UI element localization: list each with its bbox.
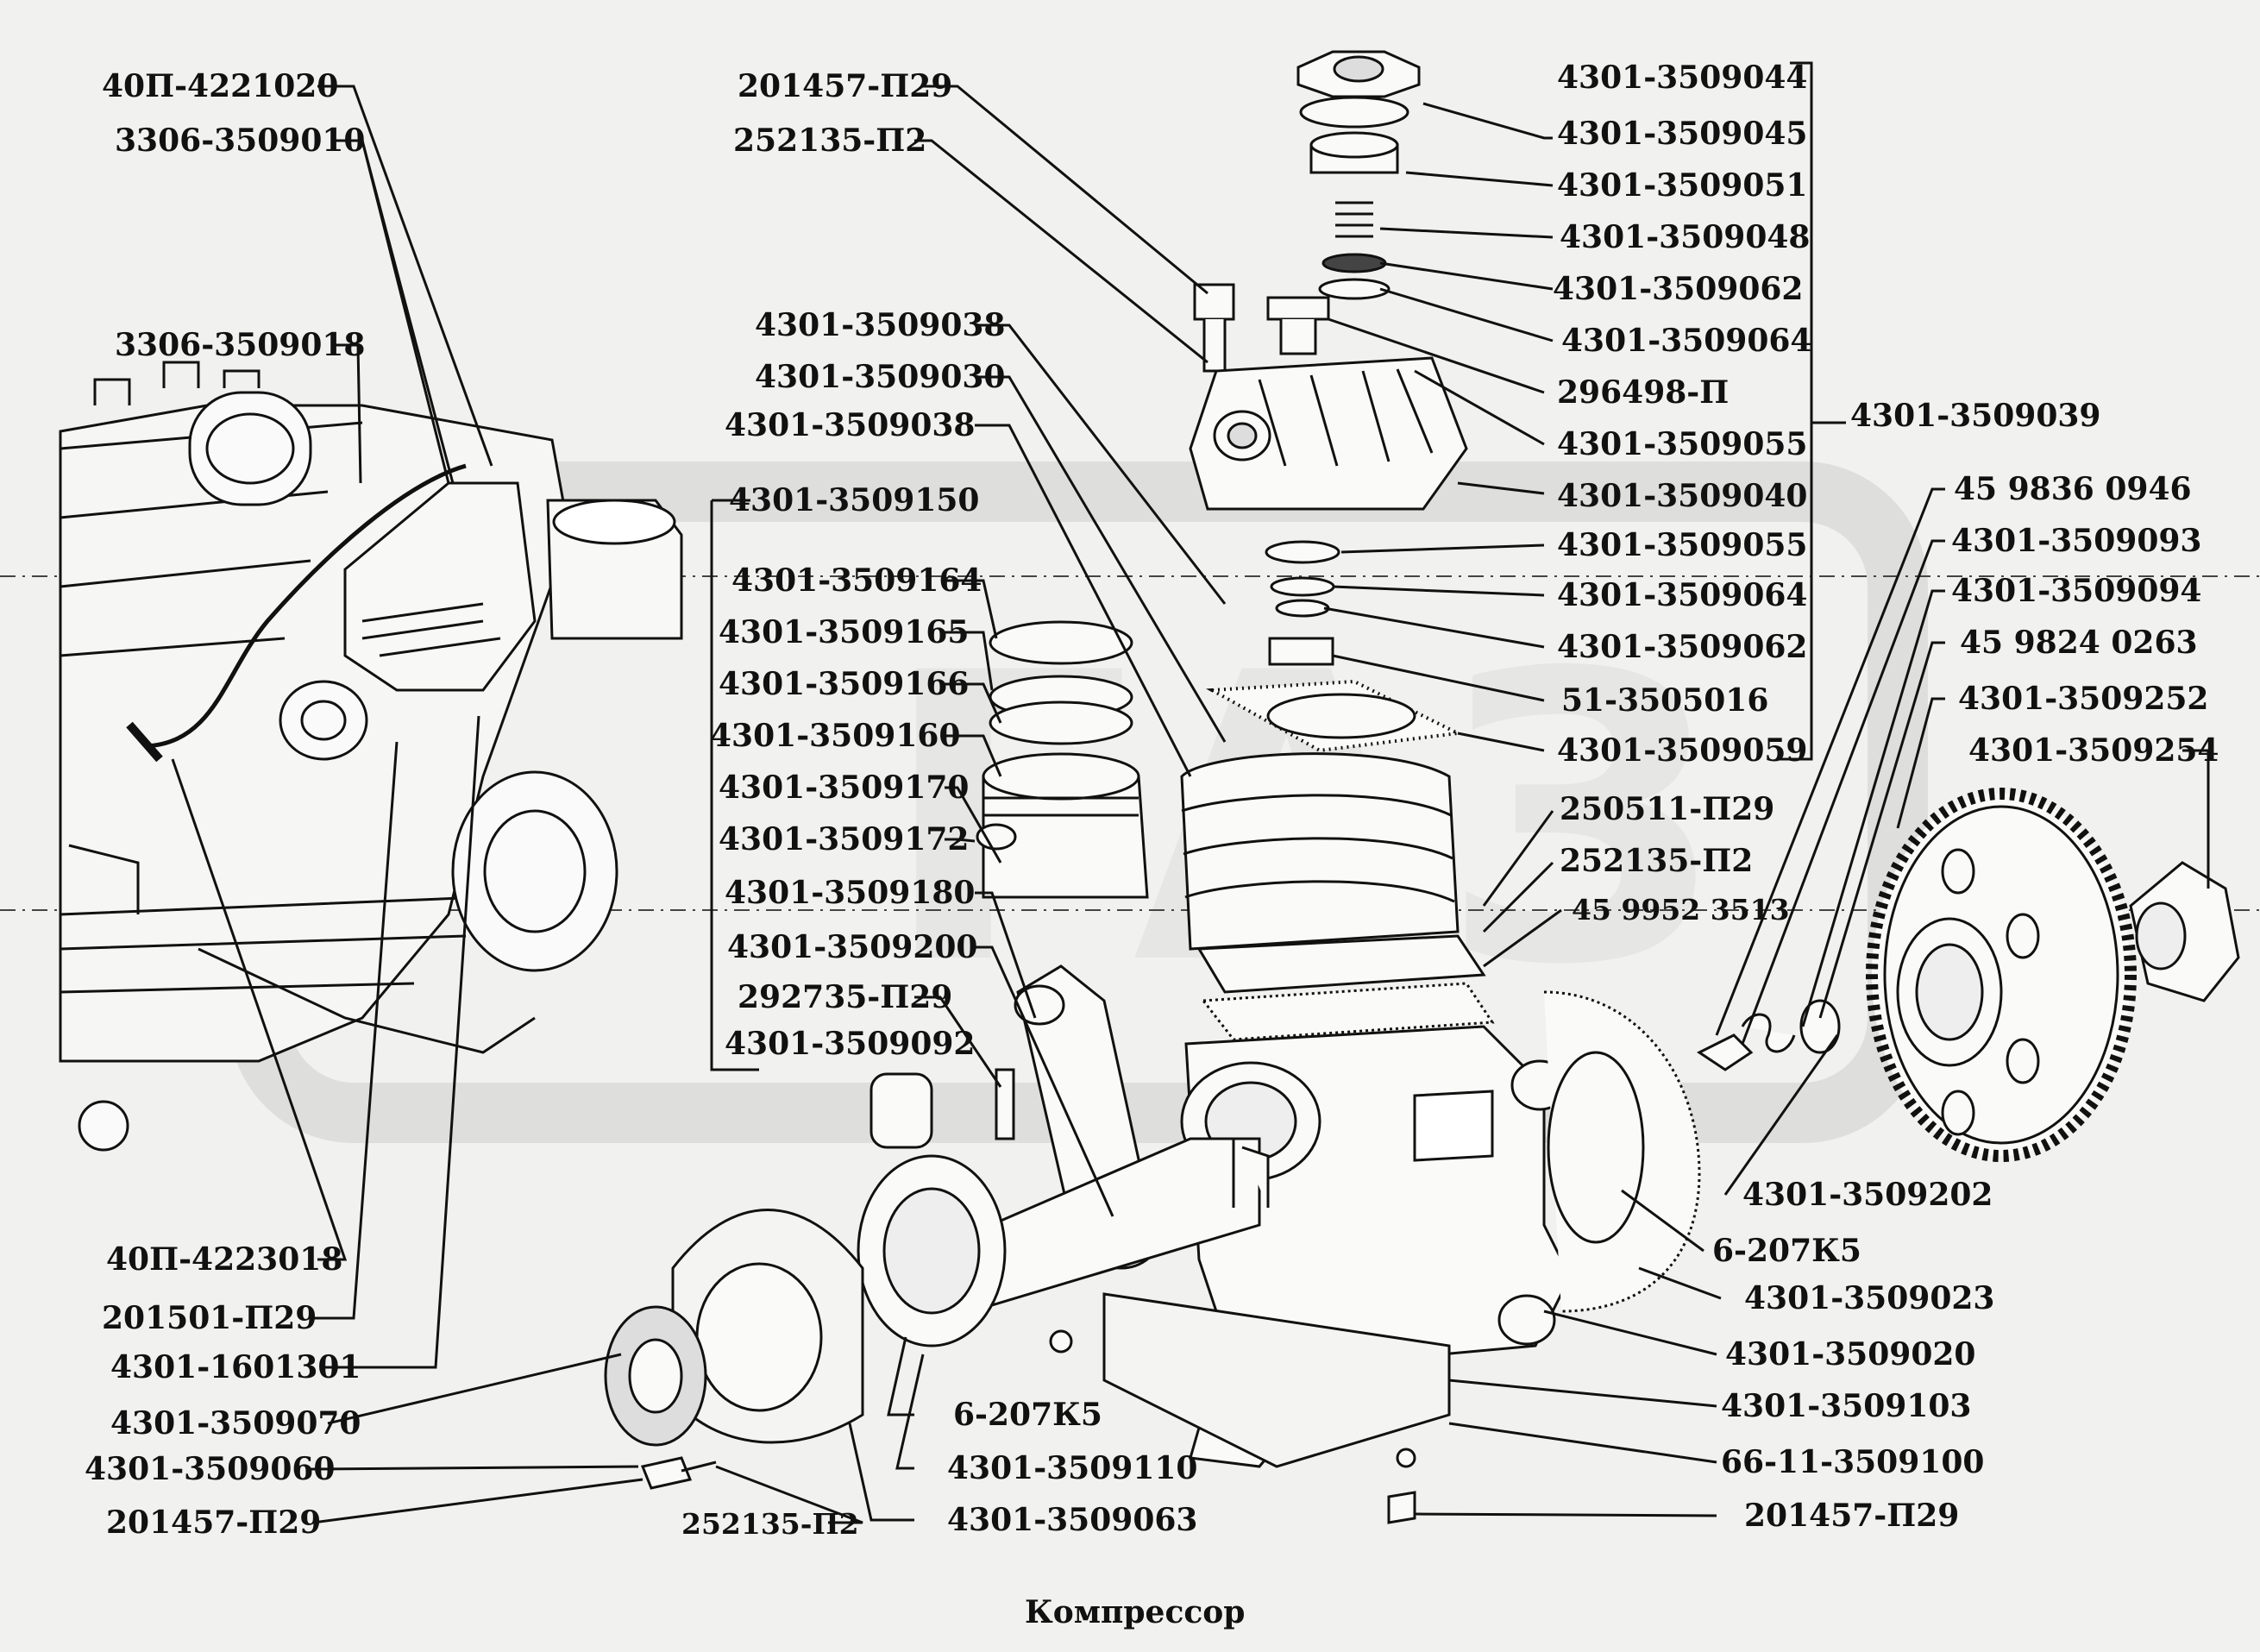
leader-lines	[171, 61, 2210, 1524]
engine-block	[59, 361, 683, 1152]
label-4301-3509202: 4301-3509202	[1742, 1177, 1993, 1213]
label-4301-3509040: 4301-3509040	[1557, 478, 1808, 514]
label-4301-3509164: 4301-3509164	[731, 562, 982, 599]
label-4301-3509252: 4301-3509252	[1958, 681, 2209, 717]
label-4301-3509038-a: 4301-3509038	[755, 307, 1006, 343]
label-45-9952-3513: 45 9952 3513	[1572, 893, 1790, 927]
label-4301-3509166: 4301-3509166	[719, 666, 970, 702]
label-4301-3509063: 4301-3509063	[947, 1502, 1198, 1538]
label-4301-3509038-b: 4301-3509038	[725, 407, 976, 443]
cylinder-head-stack	[1189, 50, 1468, 753]
label-4301-3509200: 4301-3509200	[727, 929, 978, 965]
label-3306-3509018: 3306-3509018	[115, 327, 366, 363]
label-4301-3509165: 4301-3509165	[719, 614, 970, 650]
crankcase-and-shaft	[604, 990, 1701, 1524]
label-4301-3509170: 4301-3509170	[719, 769, 970, 806]
label-201501-p29: 201501-П29	[102, 1300, 317, 1336]
label-40p-4223018: 40П-4223018	[106, 1241, 343, 1278]
drive-gear	[1697, 788, 2240, 1162]
label-4301-3509062-a: 4301-3509062	[1553, 271, 1804, 307]
label-4301-3509055-b: 4301-3509055	[1557, 527, 1808, 563]
label-66-11-3509100: 66-11-3509100	[1721, 1444, 1985, 1480]
label-4301-3509020: 4301-3509020	[1725, 1336, 1976, 1372]
label-4301-3509039: 4301-3509039	[1850, 398, 2101, 434]
label-4301-3509180: 4301-3509180	[725, 875, 976, 911]
label-4301-3509055-a: 4301-3509055	[1557, 426, 1808, 462]
label-4301-3509070: 4301-3509070	[110, 1405, 361, 1442]
label-201457-p29-bottom-left: 201457-П29	[106, 1504, 322, 1541]
label-4301-3509150: 4301-3509150	[729, 482, 980, 518]
label-45-9836-0946: 45 9836 0946	[1954, 471, 2192, 507]
label-296498-p: 296498-П	[1557, 374, 1730, 411]
label-4301-3509254: 4301-3509254	[1968, 732, 2219, 769]
label-4301-3509092: 4301-3509092	[725, 1026, 976, 1062]
label-4301-3509060: 4301-3509060	[85, 1451, 336, 1487]
label-4301-3509064-b: 4301-3509064	[1557, 577, 1808, 613]
label-51-3505016: 51-3505016	[1561, 682, 1769, 719]
label-4301-3509160: 4301-3509160	[710, 718, 961, 754]
label-252135-p2-top: 252135-П2	[733, 122, 927, 159]
label-4301-3509045: 4301-3509045	[1557, 116, 1808, 152]
label-252135-p2-bottom: 252135-П2	[681, 1507, 859, 1541]
label-292735-p29: 292735-П29	[738, 979, 953, 1015]
label-40p-4221020: 40П-4221020	[102, 68, 339, 104]
label-201457-p29-top: 201457-П29	[738, 68, 953, 104]
label-4301-3509062-b: 4301-3509062	[1557, 629, 1808, 665]
label-250511-p29: 250511-П29	[1560, 791, 1775, 827]
label-4301-3509110: 4301-3509110	[947, 1450, 1198, 1486]
label-4301-3509023: 4301-3509023	[1744, 1280, 1995, 1316]
label-4301-3509093: 4301-3509093	[1951, 523, 2202, 559]
label-4301-3509059: 4301-3509059	[1557, 732, 1808, 769]
label-6-207k5-right: 6-207К5	[1712, 1233, 1861, 1269]
label-201457-p29-bottom-right: 201457-П29	[1744, 1498, 1960, 1534]
label-4301-1601301: 4301-1601301	[110, 1349, 361, 1385]
label-4301-3509044: 4301-3509044	[1557, 60, 1808, 96]
figure-caption: Компрессор	[1025, 1594, 1246, 1630]
label-4301-3509064-a: 4301-3509064	[1561, 323, 1812, 359]
label-4301-3509030: 4301-3509030	[755, 359, 1006, 395]
label-6-207k5-bottom: 6-207К5	[953, 1397, 1102, 1433]
label-3306-3509010: 3306-3509010	[115, 122, 366, 159]
label-252135-p2-right: 252135-П2	[1560, 843, 1754, 879]
label-4301-3509094: 4301-3509094	[1951, 573, 2202, 609]
label-45-9824-0263: 45 9824 0263	[1960, 625, 2198, 661]
label-4301-3509172: 4301-3509172	[719, 821, 970, 857]
label-4301-3509048: 4301-3509048	[1560, 219, 1811, 255]
label-4301-3509103: 4301-3509103	[1721, 1388, 1972, 1424]
label-4301-3509051: 4301-3509051	[1557, 167, 1808, 204]
